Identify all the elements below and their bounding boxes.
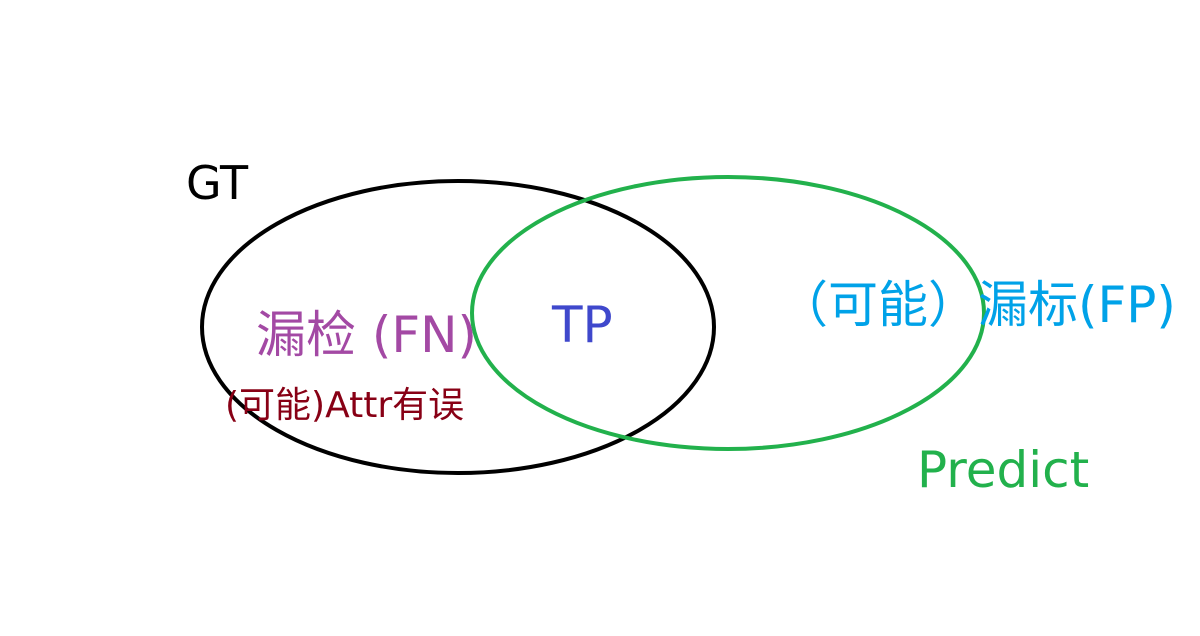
fp-region-label: （可能）漏标(FP) (778, 276, 1176, 334)
gt-set-ellipse (200, 179, 716, 475)
gt-set-label: GT (186, 156, 249, 210)
attr-error-label: (可能)Attr有误 (225, 385, 465, 426)
tp-region-label: TP (552, 296, 613, 354)
predict-set-ellipse (470, 175, 986, 451)
predict-set-label: Predict (917, 441, 1090, 499)
fn-region-label: 漏检 (FN) (256, 306, 478, 364)
